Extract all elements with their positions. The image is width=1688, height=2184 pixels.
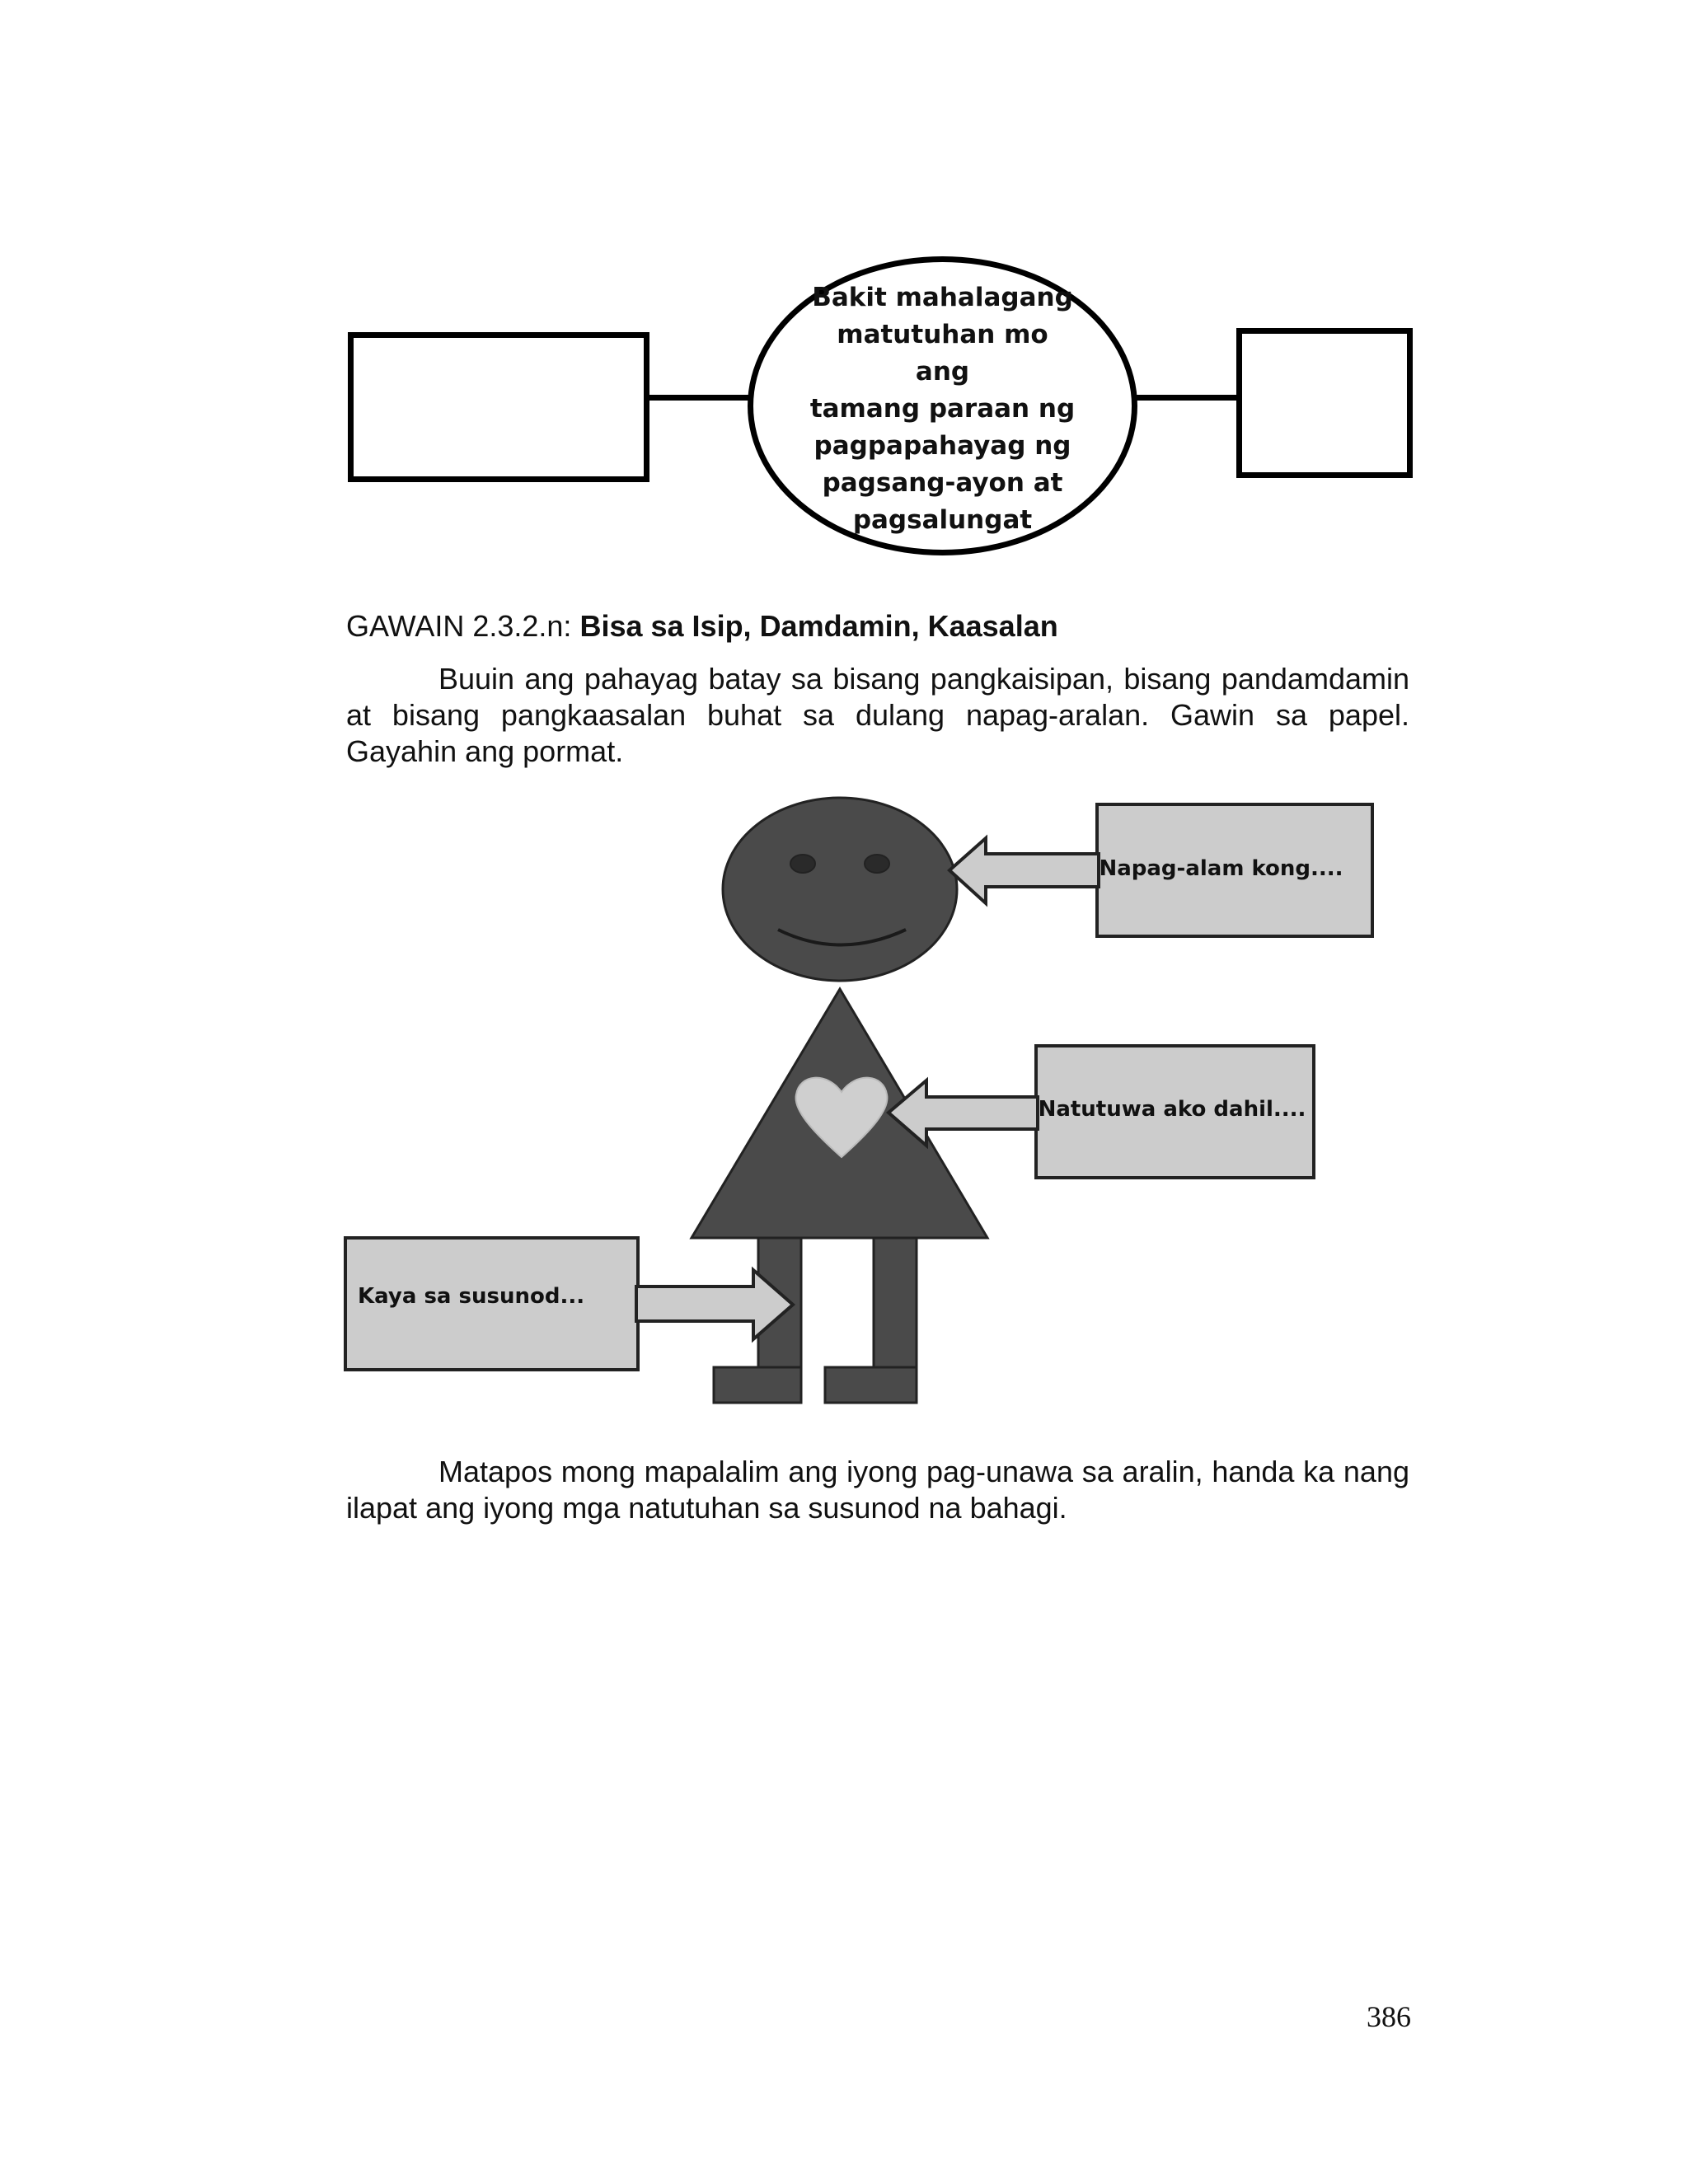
closing-paragraph: Matapos mong mapalalim ang iyong pag-una… <box>346 1454 1409 1526</box>
heart-callout-label: Natutuwa ako dahil.... <box>1030 1097 1314 1122</box>
head-callout-label: Napag-alam kong.... <box>1071 856 1371 881</box>
right-eye-icon <box>865 855 889 873</box>
figure-right-foot <box>825 1367 917 1403</box>
legs-callout-label: Kaya sa susunod... <box>358 1284 584 1309</box>
figure-head <box>723 798 957 981</box>
page-number: 386 <box>1362 1999 1411 2034</box>
figure-left-foot <box>714 1367 801 1403</box>
left-eye-icon <box>790 855 815 873</box>
